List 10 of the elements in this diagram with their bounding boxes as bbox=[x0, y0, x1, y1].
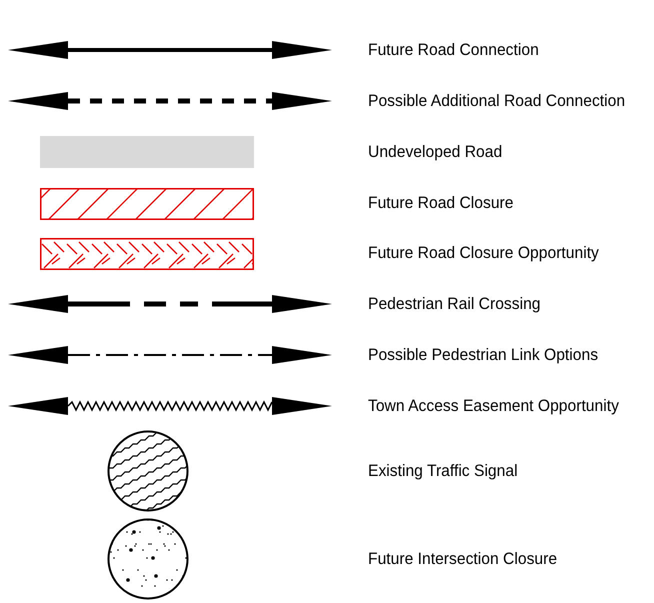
legend-text: Pedestrian Rail Crossing bbox=[368, 294, 541, 314]
legend-text: Undeveloped Road bbox=[368, 142, 502, 162]
legend-text: Possible Pedestrian Link Options bbox=[368, 345, 598, 365]
legend-text: Future Road Connection bbox=[368, 40, 539, 60]
legend-text: Future Intersection Closure bbox=[368, 549, 558, 569]
legend-text: Future Road Closure bbox=[368, 193, 514, 213]
legend-text: Town Access Easement Opportunity bbox=[368, 396, 619, 416]
legend-text: Future Road Closure Opportunity bbox=[368, 243, 599, 263]
legend-text: Existing Traffic Signal bbox=[368, 461, 518, 481]
legend-text: Possible Additional Road Connection bbox=[368, 91, 626, 111]
